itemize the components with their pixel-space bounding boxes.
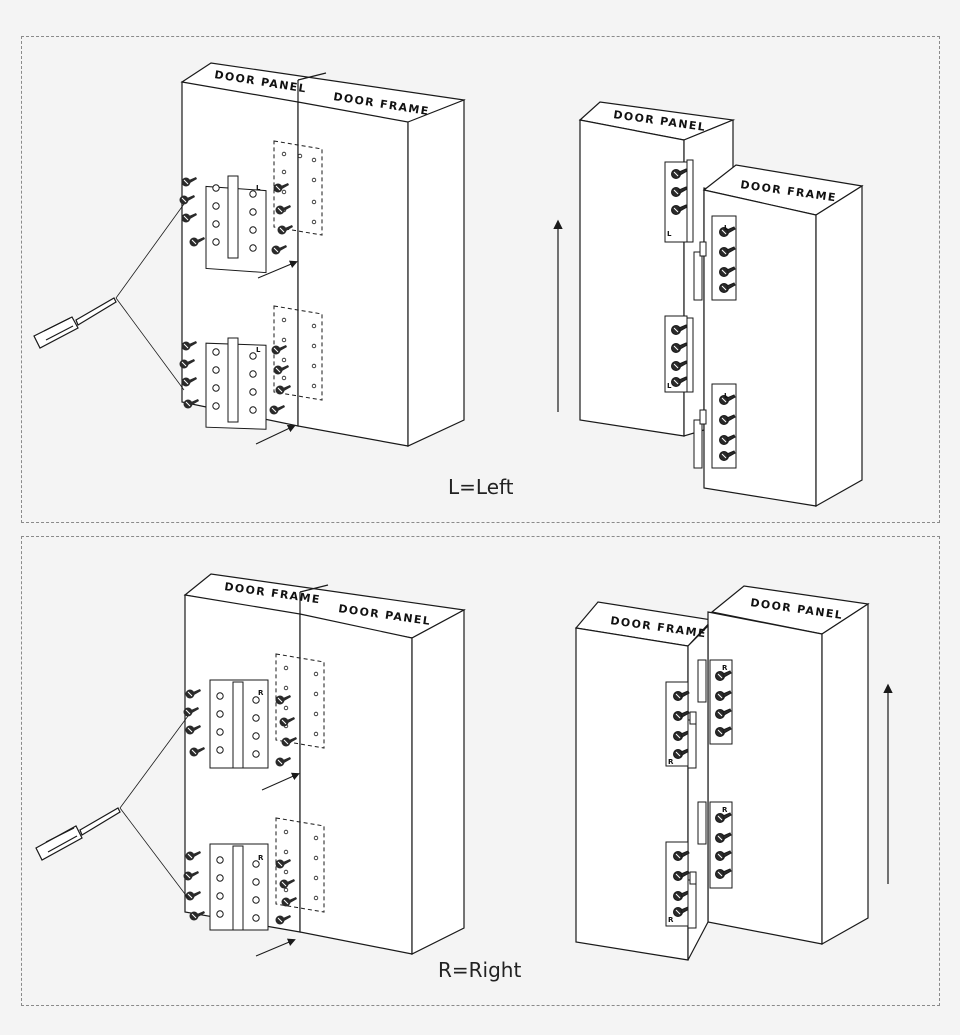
- top-insert-arrow-upper: [257, 260, 298, 279]
- top-insert-arrow-lower: [255, 424, 296, 445]
- top-left-upper-dashed-plate: [273, 140, 323, 236]
- bottom-right-hinge-mark-4: R: [668, 916, 674, 924]
- bottom-left-upper-hinge: [209, 679, 269, 769]
- hinge-mark-l-2: L: [256, 346, 261, 354]
- top-right-hinge-mark-3: L: [724, 224, 729, 232]
- top-right-hinge-mark-1: L: [667, 230, 672, 238]
- bottom-right-assembly: [574, 585, 870, 961]
- bottom-right-hinge-mark-3: R: [722, 806, 728, 814]
- bottom-hinge-mark-r-2: R: [258, 854, 264, 862]
- bottom-insert-arrow-lower: [255, 938, 296, 957]
- bottom-hinge-mark-r-1: R: [258, 689, 264, 697]
- top-left-lower-dashed-plate: [273, 305, 323, 401]
- right-hinge-section: [21, 536, 940, 1006]
- hinge-mark-l: L: [256, 184, 261, 192]
- bottom-right-hinges: [665, 659, 733, 929]
- top-left-lower-hinge: [205, 337, 267, 430]
- bottom-left-lower-dashed-plate: [275, 817, 325, 913]
- top-left-assembly: [180, 62, 466, 447]
- top-left-upper-hinge: [205, 175, 267, 274]
- top-right-hinge-mark-2: L: [667, 382, 672, 390]
- top-screwdriver-icon: [33, 203, 185, 391]
- door-frame-side-face: [407, 99, 465, 447]
- bottom-right-hinge-mark-1: R: [722, 664, 728, 672]
- bottom-left-lower-hinge: [209, 843, 269, 931]
- bottom-screwdriver-icon: [35, 715, 189, 899]
- bottom-left-upper-dashed-plate: [275, 653, 325, 749]
- bottom-insert-arrow-upper: [261, 772, 300, 791]
- top-caption: L=Left: [448, 475, 514, 499]
- left-hinge-section: [21, 36, 940, 523]
- top-right-hinge-mark-4: L: [724, 392, 729, 400]
- top-right-hinges: [664, 159, 737, 469]
- bottom-right-hinge-mark-2: R: [668, 758, 674, 766]
- bottom-caption: R=Right: [438, 958, 521, 982]
- door-frame-front-face: [297, 101, 409, 447]
